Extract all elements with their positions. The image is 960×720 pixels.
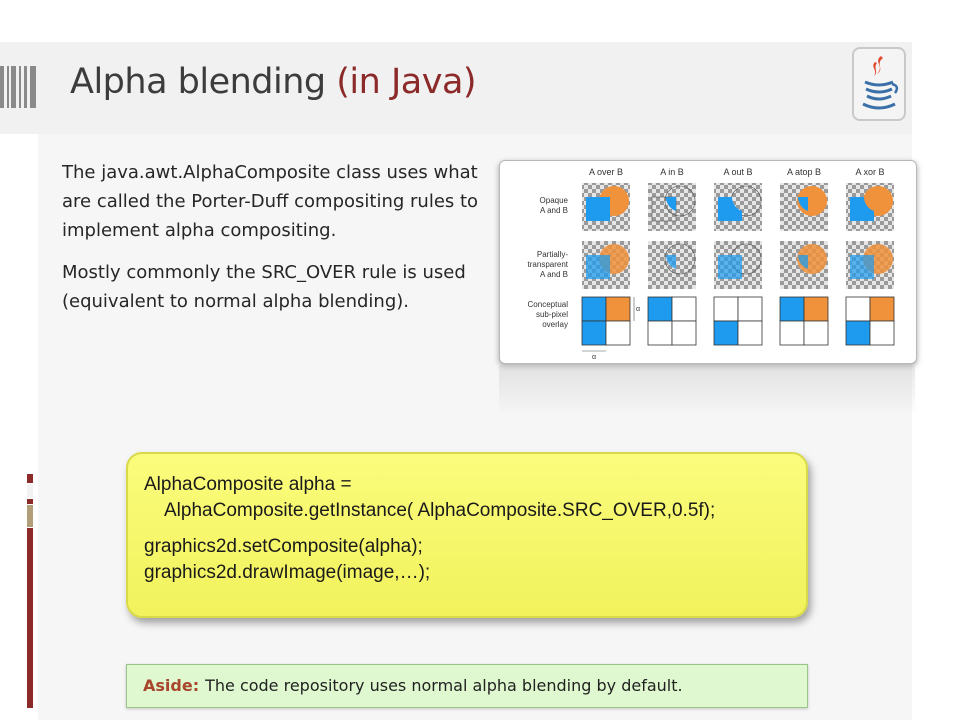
alpha-symbol-a: α <box>592 354 596 361</box>
row-label-partial-2: transparent <box>528 260 569 269</box>
body-text: The java.awt.AlphaComposite class uses w… <box>62 158 482 329</box>
paragraph-porter-duff: The java.awt.AlphaComposite class uses w… <box>62 162 479 241</box>
opaque-row <box>582 183 894 231</box>
partial-row <box>582 241 894 289</box>
aside-text: The code repository uses normal alpha bl… <box>205 676 683 695</box>
row-label-opaque-2: A and B <box>540 206 568 215</box>
col-header-out: A out B <box>723 167 752 177</box>
accent-bar-red-top <box>27 474 33 483</box>
col-header-atop: A atop B <box>787 167 821 177</box>
col-header-over: A over B <box>589 167 623 177</box>
row-label-overlay-1: Conceptual <box>528 300 569 309</box>
row-label-partial-1: Partially- <box>537 250 568 259</box>
barcode-decoration <box>0 66 40 108</box>
code-line-3: graphics2d.setComposite(alpha); <box>144 536 423 557</box>
row-label-opaque-1: Opaque <box>540 196 569 205</box>
code-line-1: AlphaComposite alpha = <box>144 474 352 495</box>
title-accent: (in Java) <box>336 62 477 102</box>
col-header-in: A in B <box>660 167 684 177</box>
row-label-partial-3: A and B <box>540 270 568 279</box>
code-line-2: AlphaComposite.getInstance( AlphaComposi… <box>164 500 716 521</box>
code-line-4: graphics2d.drawImage(image,…); <box>144 562 431 583</box>
slide-title: Alpha blending (in Java) <box>70 62 477 102</box>
accent-bar-red <box>27 499 33 504</box>
paragraph-src-over: Mostly commonly the SRC_OVER rule is use… <box>62 262 466 312</box>
accent-bar-white <box>27 484 33 498</box>
title-bar <box>0 42 912 134</box>
overlay-row <box>581 296 895 346</box>
code-box: AlphaComposite alpha = AlphaComposite.ge… <box>126 452 808 618</box>
col-header-xor: A xor B <box>855 167 884 177</box>
accent-bar-red-long <box>27 528 33 708</box>
aside-label: Aside: <box>143 676 200 695</box>
row-label-overlay-2: sub-pixel <box>536 310 568 319</box>
figure-reflection <box>499 364 915 416</box>
alpha-symbol-b: α <box>636 306 640 313</box>
porter-duff-diagram: A over B A in B A out B A atop B A xor B… <box>528 167 895 361</box>
accent-bar-tan <box>27 505 33 527</box>
porter-duff-figure: A over B A in B A out B A atop B A xor B… <box>499 160 917 364</box>
title-main: Alpha blending <box>70 62 326 102</box>
java-coffee-cup-icon <box>852 47 906 121</box>
aside-note: Aside: The code repository uses normal al… <box>126 664 808 708</box>
row-label-overlay-3: overlay <box>542 320 568 329</box>
